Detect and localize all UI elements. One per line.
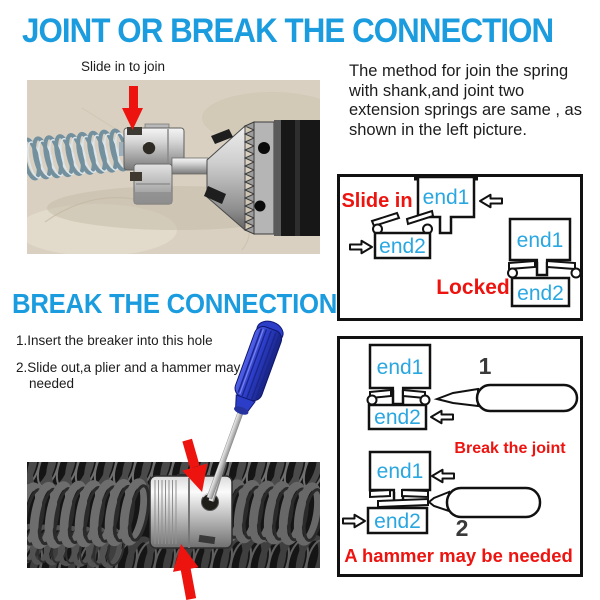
end2-label: end2: [517, 282, 564, 305]
end1-tab: [535, 258, 549, 277]
end2-hook: [405, 209, 435, 226]
break-arrow-top: [182, 438, 208, 493]
end2-label: end2: [379, 235, 426, 258]
drill-chuck: [171, 120, 320, 236]
hook-pin: [570, 267, 582, 279]
spring-coil: [54, 134, 74, 178]
break-step-2: 2.Slide out,a plier and a hammer may be …: [16, 359, 260, 392]
end1-hook: [369, 488, 391, 499]
gear-teeth-ring: [243, 121, 256, 235]
join-photo-caption: Slide in to join: [80, 59, 166, 74]
spring-coil: [76, 131, 96, 175]
spring-coil: [295, 534, 320, 568]
coupler-slot: [198, 534, 216, 545]
spring-coil: [302, 488, 320, 542]
end1-tab: [438, 215, 453, 235]
end1-label: end1: [517, 229, 564, 252]
hook-pin: [419, 394, 431, 406]
break-heading: BREAK THE CONNECTION: [12, 288, 338, 319]
spring-coil: [293, 482, 320, 546]
end1-hook: [401, 488, 429, 499]
breaker-handle: [475, 383, 579, 413]
spring-coil: [27, 137, 41, 181]
breaker-handle: [445, 486, 542, 519]
end2-box: [510, 276, 571, 308]
end2-label: end2: [374, 406, 421, 429]
step2-number: 2: [456, 515, 469, 541]
coupler-hole: [142, 141, 156, 155]
spring-coil: [65, 132, 85, 177]
slide-in-label: Slide in: [341, 190, 412, 212]
end1-box: [368, 343, 432, 390]
spring-coil: [98, 129, 118, 173]
break-joint-label: Break the joint: [454, 440, 566, 457]
end1-label: end1: [423, 186, 470, 209]
coupler: [123, 123, 185, 205]
spring-coil: [119, 478, 149, 546]
end1-tab: [391, 386, 405, 406]
spring-coil: [305, 539, 320, 568]
end1-box: [508, 217, 572, 262]
join-diagram: Slide in end1 end2 end1 end2 Locked: [337, 174, 583, 321]
step1-number: 1: [479, 353, 492, 379]
end2-hook: [508, 259, 536, 271]
break-arrow-bottom: [172, 544, 199, 600]
end1-label: end1: [377, 460, 424, 483]
spring-coil: [43, 135, 63, 179]
spring-coil: [32, 136, 52, 180]
hook-pin: [366, 394, 378, 406]
screwdriver: [206, 320, 284, 500]
spring-coil-group: [27, 478, 151, 550]
end2-hook: [370, 211, 401, 228]
spring-coil: [87, 130, 107, 174]
break-step-1: 1.Insert the breaker into this hole: [16, 333, 213, 348]
join-photo: [27, 80, 320, 254]
break-photo: [27, 462, 320, 568]
end2-label: end2: [374, 510, 421, 533]
spring-coil: [128, 484, 151, 542]
locked-label: Locked: [436, 276, 510, 299]
join-description: The method for join the spring with shan…: [349, 62, 582, 139]
page-title: JOINT OR BREAK THE CONNECTION: [22, 12, 554, 50]
end2-hook: [546, 259, 576, 271]
break-steps: 1.Insert the breaker into this hole 2.Sl…: [16, 333, 272, 403]
end2-box: [373, 231, 432, 260]
end2-box: [367, 403, 428, 431]
break-diagram: end1 end2 1 Break the joint end1 end2 2 …: [337, 336, 583, 577]
spring-coil-group: [27, 128, 131, 181]
hammer-label: A hammer may be needed: [344, 545, 573, 566]
screwdriver-shaft: [206, 407, 245, 500]
end2-box: [366, 506, 429, 535]
end2-hook-sliding: [377, 497, 429, 509]
end1-label: end1: [377, 356, 424, 379]
end1-box: [368, 450, 432, 492]
slide-in-arrow: [122, 86, 143, 130]
drive-shaft: [171, 157, 209, 175]
